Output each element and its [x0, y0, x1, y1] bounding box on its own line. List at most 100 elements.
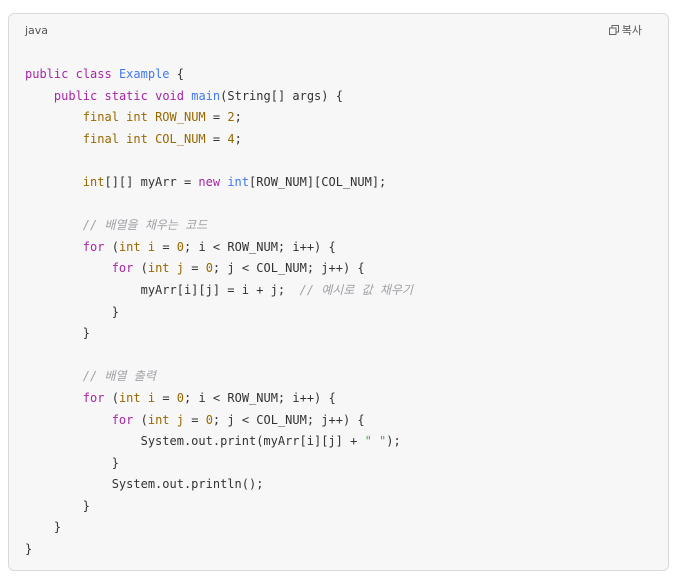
code-token: 0 — [205, 261, 213, 276]
code-token: 2 — [227, 110, 235, 125]
code-token — [170, 261, 177, 275]
code-token: ; i < ROW_NUM; i++) { — [184, 239, 336, 254]
code-line: myArr[i][j] = i + j; // 예시로 값 채우기 — [25, 280, 413, 302]
code-token: class — [75, 67, 112, 81]
code-line: int[][] myArr = new int[ROW_NUM][COL_NUM… — [25, 172, 413, 194]
code-token — [25, 391, 83, 405]
code-line: for (int i = 0; i < ROW_NUM; i++) { — [25, 237, 413, 259]
code-line: } — [25, 517, 413, 539]
code-token — [25, 110, 83, 124]
code-token: ; — [234, 131, 242, 146]
code-token: (String[] args) { — [220, 88, 343, 103]
code-token: for — [111, 412, 134, 427]
code-token: i — [147, 390, 156, 405]
code-token — [25, 89, 54, 103]
code-token: = — [205, 110, 228, 125]
code-token: j — [176, 261, 184, 276]
code-token: = — [184, 261, 206, 276]
code-token — [148, 89, 155, 103]
code-token: myArr[i][j] = i + j; — [140, 282, 300, 297]
code-token — [112, 67, 119, 81]
code-line: ​ — [25, 150, 413, 172]
code-token: } — [25, 326, 91, 341]
code-token: for — [82, 239, 105, 254]
code-token: ; i < ROW_NUM; i++) { — [184, 390, 336, 405]
code-line: for (int i = 0; i < ROW_NUM; i++) { — [25, 388, 413, 410]
code-line: ​ — [25, 194, 413, 216]
code-token: 4 — [227, 131, 235, 146]
code-token: { — [169, 67, 184, 81]
code-line: System.out.print(myArr[i][j] + " "); — [25, 431, 413, 453]
code-block: java 복사 public class Example { public st… — [8, 13, 669, 571]
code-line: for (int j = 0; j < COL_NUM; j++) { — [25, 410, 413, 432]
code-token: 0 — [205, 412, 213, 427]
code-line: ​ — [25, 345, 413, 367]
code-token: ); — [386, 434, 401, 449]
code-token: int — [147, 412, 170, 427]
code-token: for — [82, 390, 105, 405]
code-token — [97, 89, 104, 103]
code-token: } — [25, 455, 119, 470]
copy-button[interactable]: 복사 — [608, 22, 642, 38]
code-token: new — [198, 174, 221, 189]
code-token — [25, 218, 83, 232]
code-token: final — [82, 131, 119, 146]
code-token: main — [191, 88, 221, 103]
code-token: 0 — [176, 239, 185, 254]
code-line: } — [25, 302, 413, 324]
code-token — [68, 67, 75, 81]
code-token: j — [176, 412, 184, 427]
code-token: // 예시로 값 채우기 — [299, 282, 413, 297]
code-token — [141, 391, 148, 405]
code-line: } — [25, 453, 413, 475]
code-token: ; — [234, 110, 242, 125]
code-line: } — [25, 323, 413, 345]
code-token: int — [118, 239, 141, 254]
code-token: ( — [133, 261, 148, 276]
code-token: } — [25, 304, 119, 319]
copy-button-label: 복사 — [621, 24, 642, 37]
code-line: System.out.println(); — [25, 474, 413, 496]
code-token: public — [53, 88, 98, 103]
code-line: } — [25, 496, 413, 518]
code-token: int — [147, 261, 170, 276]
code-line: public class Example { — [25, 64, 413, 86]
code-token: } — [25, 498, 91, 513]
code-token: ( — [104, 390, 119, 405]
code-token: } — [25, 542, 33, 557]
code-token — [25, 175, 83, 189]
code-line: // 배열 출력 — [25, 366, 413, 388]
code-token: [][] myArr = — [104, 174, 199, 189]
code-token — [25, 413, 112, 427]
code-token: " " — [364, 434, 387, 449]
code-token: = — [205, 131, 228, 146]
code-token: = — [184, 412, 206, 427]
code-token: ; j < COL_NUM; j++) { — [212, 412, 365, 427]
code-token — [25, 240, 83, 254]
code-token: for — [111, 261, 134, 276]
code-body: public class Example { public static voi… — [25, 64, 413, 561]
copy-icon — [608, 25, 619, 35]
code-token: } — [25, 520, 62, 535]
code-line: final int COL_NUM = 4; — [25, 129, 413, 151]
code-token: ; j < COL_NUM; j++) { — [212, 261, 365, 276]
code-token — [25, 261, 112, 275]
code-token: Example — [118, 67, 170, 81]
code-token: // 배열 출력 — [82, 369, 156, 384]
code-token: ( — [133, 412, 148, 427]
code-token: = — [155, 239, 177, 254]
code-token — [25, 132, 83, 146]
code-token: System.out.println(); — [25, 477, 264, 492]
code-token: static — [104, 88, 148, 103]
code-token: int — [118, 390, 141, 405]
code-token: System.out.print(myArr[i][j] + — [25, 434, 365, 449]
code-token — [25, 283, 141, 297]
code-token — [141, 240, 148, 254]
code-token: int — [227, 174, 250, 189]
code-token: = — [155, 390, 177, 405]
code-token: public — [25, 67, 69, 81]
code-token: ( — [104, 239, 119, 254]
code-token — [170, 413, 177, 427]
language-label: java — [25, 24, 49, 37]
code-line: } — [25, 539, 413, 561]
